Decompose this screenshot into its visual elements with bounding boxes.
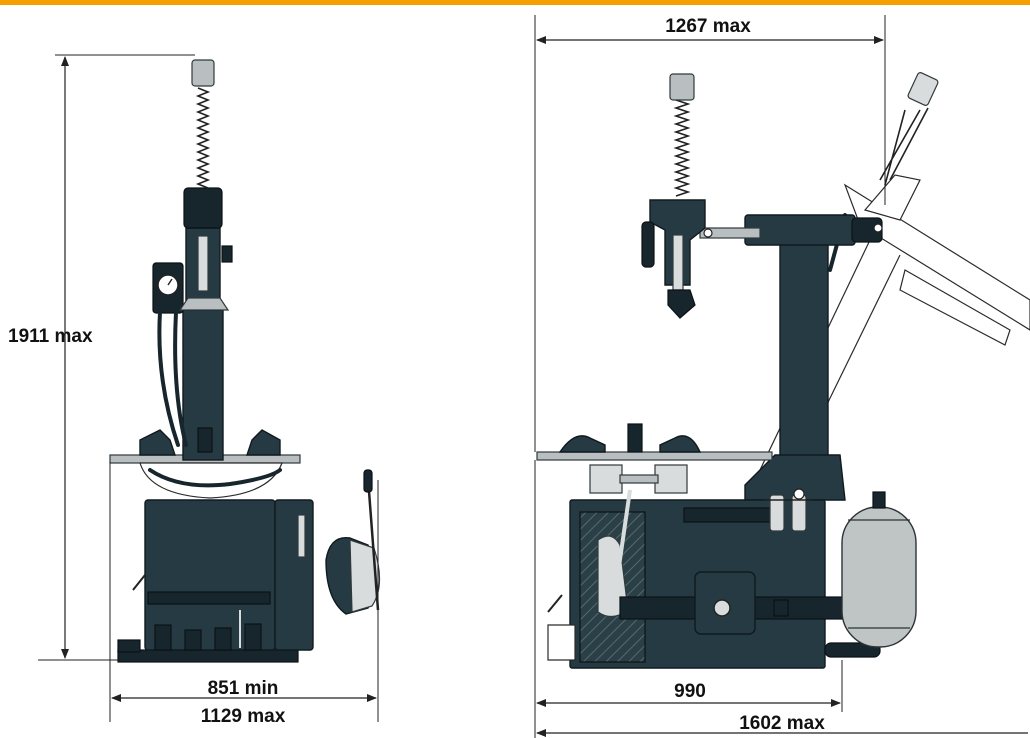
side-head-grip — [641, 221, 655, 268]
front-side-handle — [297, 514, 306, 558]
side-tank-valve — [872, 491, 886, 509]
front-head-latch — [221, 245, 233, 263]
side-cabinet-slot — [683, 507, 775, 523]
front-hose-left — [157, 310, 180, 447]
front-spring — [195, 87, 211, 189]
front-clamp-right — [246, 429, 281, 456]
front-base-plate — [117, 649, 299, 663]
dim-front-width-min-label: 851 min — [208, 678, 279, 699]
side-mount-head — [667, 289, 696, 319]
side-air-tank — [841, 506, 917, 648]
dimension-labels: 1911 max 851 min 1129 max 1267 max 990 1… — [8, 16, 825, 734]
side-top-knob — [669, 73, 695, 101]
side-rear-base — [824, 642, 881, 658]
front-pedals — [154, 610, 262, 651]
side-mount-tool — [627, 423, 643, 453]
side-bead-lever — [610, 489, 632, 616]
front-mount-tool — [197, 427, 213, 453]
dim-side-total-label: 1602 max — [739, 713, 825, 734]
front-tool-head — [178, 297, 230, 311]
dim-side-base-label: 990 — [674, 681, 706, 702]
front-side-block — [274, 499, 314, 651]
side-filter-regulator — [764, 488, 812, 532]
front-clamp-left — [139, 429, 176, 456]
side-bar-stop — [773, 599, 789, 617]
side-clamp-right — [659, 435, 702, 453]
side-clamp-box-right — [654, 464, 688, 494]
dim-front-height-label: 1911 max — [8, 326, 93, 347]
side-clamp-bar — [619, 474, 659, 484]
side-arm-top — [744, 214, 856, 246]
front-base-foot — [117, 639, 141, 653]
side-turntable-plate — [536, 451, 773, 461]
side-tilted-arm-outline — [759, 72, 1030, 481]
side-spring — [673, 99, 691, 197]
side-foot-rail — [547, 624, 576, 661]
side-clamp-box-left — [589, 464, 623, 494]
side-hub — [713, 599, 731, 617]
front-shaft-inner — [197, 235, 209, 292]
accent-top-bar — [0, 0, 1030, 5]
front-hose-inner — [173, 310, 188, 447]
side-view-machine — [536, 72, 1030, 669]
front-hose — [148, 468, 282, 488]
front-turntable-bowl — [139, 462, 283, 499]
front-bead-lever-grip — [363, 469, 373, 493]
side-clamp-left — [558, 435, 606, 453]
front-bead-lever — [366, 477, 380, 611]
dim-front-width-max-label: 1129 max — [201, 706, 286, 727]
side-head-shaft — [672, 234, 684, 291]
front-left-bar — [132, 574, 146, 591]
dim-side-top-label: 1267 max — [665, 16, 751, 37]
front-top-knob — [191, 59, 215, 87]
front-view-machine — [109, 59, 381, 663]
front-cabinet-slot — [147, 591, 271, 605]
dimension-lines — [38, 15, 1028, 738]
side-column — [779, 239, 829, 461]
side-horizontal-bar — [699, 227, 761, 239]
front-head-lock — [183, 187, 223, 229]
